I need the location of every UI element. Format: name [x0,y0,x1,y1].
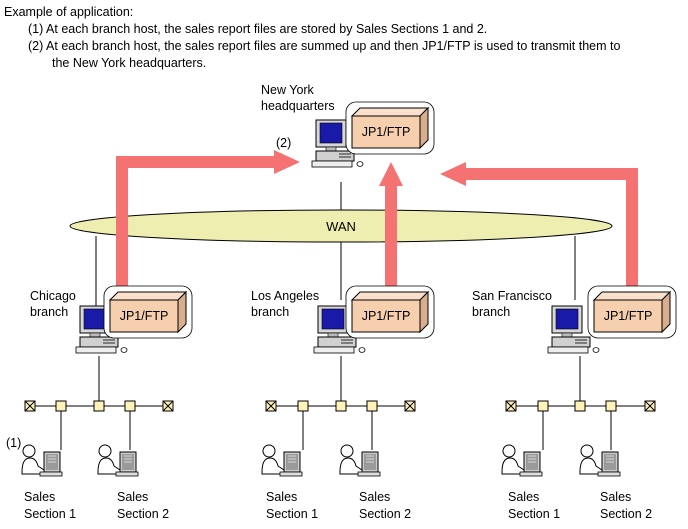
chicago-product-label: JP1/FTP [120,309,169,323]
lan-node-icon [124,400,136,412]
chicago-lan: Sales Section 1 Sales Section 2 [21,356,174,521]
sf-arrowhead [440,162,466,186]
intro-line-2: (2) At each branch host, the sales repor… [28,39,621,53]
lan-node-icon [366,400,378,412]
la-section2-user-icon [339,444,381,477]
chicago-s1-line1: Sales [24,490,55,504]
sf-s2-line1: Sales [600,490,631,504]
lan-terminator-icon [265,400,277,412]
la-section1-user-icon [261,444,303,477]
la-lan: Sales Section 1 Sales Section 2 [261,356,416,521]
lan-terminator-icon [505,400,517,412]
hq-host: New York headquarters JP1/FTP [261,83,435,168]
intro-line-1: (1) At each branch host, the sales repor… [28,22,488,36]
wan-label: WAN [326,219,356,234]
lan-node-icon [55,400,67,412]
sf-branch: San Francisco branch JP1/FTP [472,285,677,354]
intro-line-2-cont: the New York headquarters. [52,56,207,70]
chicago-s2-line2: Section 2 [117,507,169,521]
lan-terminator-icon [644,400,656,412]
sf-transfer-arrow [466,168,638,288]
sf-s1-line2: Section 1 [508,507,560,521]
lan-node-icon [605,400,617,412]
lan-node-icon [574,400,586,412]
la-s2-line2: Section 2 [359,507,411,521]
lan-node-icon [537,400,549,412]
chicago-arrowhead [274,150,300,174]
chicago-label-line2: branch [30,305,68,319]
lan-terminator-icon [404,400,416,412]
lan-terminator-icon [162,400,174,412]
sf-lan: Sales Section 1 Sales Section 2 [501,356,656,521]
chicago-section1-user-icon [21,444,63,477]
chicago-s2-line1: Sales [117,490,148,504]
store-marker: (1) [6,436,21,450]
la-product-label: JP1/FTP [362,309,411,323]
lan-terminator-icon [24,400,36,412]
chicago-branch: Chicago branch JP1/FTP [30,285,193,354]
wan-cloud: WAN [69,209,613,243]
transfer-arrows [116,150,638,288]
lan-node-icon [93,400,105,412]
sf-section1-user-icon [501,444,543,477]
la-label-line1: Los Angeles [251,289,319,303]
hq-product-label: JP1/FTP [362,125,411,139]
lan-node-icon [297,400,309,412]
chicago-section2-user-icon [97,444,139,477]
la-s1-line1: Sales [266,490,297,504]
sf-s1-line1: Sales [508,490,539,504]
transfer-marker: (2) [276,136,291,150]
sf-product-label: JP1/FTP [604,309,653,323]
intro-heading: Example of application: [4,5,134,19]
la-arrowhead [379,162,403,186]
hq-label-line2: headquarters [261,99,335,113]
la-s2-line1: Sales [359,490,390,504]
intro-text: Example of application: (1) At each bran… [4,4,620,72]
hq-label-line1: New York [261,83,315,97]
sf-section2-user-icon [579,444,621,477]
sf-label-line1: San Francisco [472,289,552,303]
la-s1-line2: Section 1 [266,507,318,521]
la-branch: Los Angeles branch JP1/FTP [251,285,435,354]
chicago-label-line1: Chicago [30,289,76,303]
la-label-line2: branch [251,305,289,319]
chicago-transfer-arrow [116,156,274,288]
sf-label-line2: branch [472,305,510,319]
chicago-s1-line2: Section 1 [24,507,76,521]
sf-s2-line2: Section 2 [600,507,652,521]
lan-node-icon [335,400,347,412]
